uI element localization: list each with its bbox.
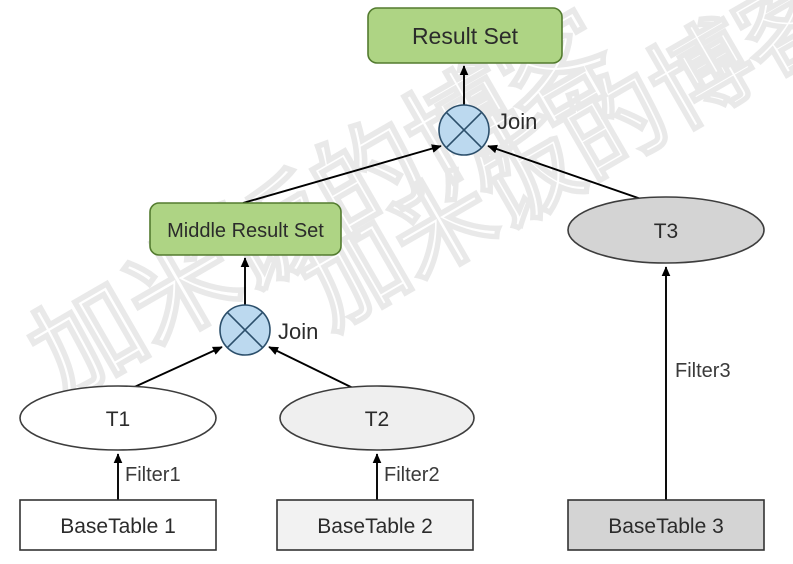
basetable-3-box[interactable] (567, 499, 765, 551)
node-t3[interactable]: T3 (567, 196, 765, 264)
node-join-bottom[interactable]: Join (219, 304, 318, 356)
result-set-label: Result Set (412, 23, 519, 49)
t3-label: T3 (654, 220, 679, 243)
node-join-top[interactable]: Join (438, 104, 537, 156)
node-basetable-2[interactable]: BaseTable 2 (276, 499, 474, 551)
t2-label: T2 (365, 408, 390, 431)
node-basetable-3[interactable]: BaseTable 3 (567, 499, 765, 551)
basetable-2-box[interactable] (276, 499, 474, 551)
t3-ellipse[interactable] (567, 196, 765, 264)
bowtie-icon (226, 311, 264, 349)
node-basetable-1[interactable]: BaseTable 1 (19, 499, 217, 551)
edge-labels-group: Filter1 Filter2 Filter3 (125, 360, 731, 486)
node-middle-result-set[interactable]: Middle Result Set (149, 202, 342, 256)
edge-label-filter2: Filter2 (384, 464, 440, 486)
edge-middle-result-set-to-join-top (242, 144, 442, 204)
result-set-box[interactable] (367, 7, 563, 64)
edges-group (113, 65, 671, 500)
edge-t2-to-join-bottom (268, 346, 356, 390)
join-bottom-label: Join (278, 319, 318, 344)
t2-ellipse[interactable] (279, 385, 475, 451)
basetable-2-label: BaseTable 2 (317, 515, 433, 538)
middle-result-set-box[interactable] (149, 202, 342, 256)
edge-t1-to-join-bottom (129, 346, 223, 390)
t1-ellipse[interactable] (19, 385, 217, 451)
node-result-set[interactable]: Result Set (367, 7, 563, 64)
basetable-1-label: BaseTable 1 (60, 515, 176, 538)
basetable-1-box[interactable] (19, 499, 217, 551)
basetable-3-label: BaseTable 3 (608, 515, 724, 538)
middle-result-set-label: Middle Result Set (167, 220, 324, 242)
edge-t3-to-join-top (487, 144, 642, 200)
bowtie-icon (445, 111, 483, 149)
node-t1[interactable]: T1 (19, 385, 217, 451)
join-top-label: Join (497, 109, 537, 134)
edge-label-filter1: Filter1 (125, 464, 181, 486)
t1-label: T1 (106, 408, 131, 431)
edge-label-filter3: Filter3 (675, 360, 731, 382)
node-t2[interactable]: T2 (279, 385, 475, 451)
